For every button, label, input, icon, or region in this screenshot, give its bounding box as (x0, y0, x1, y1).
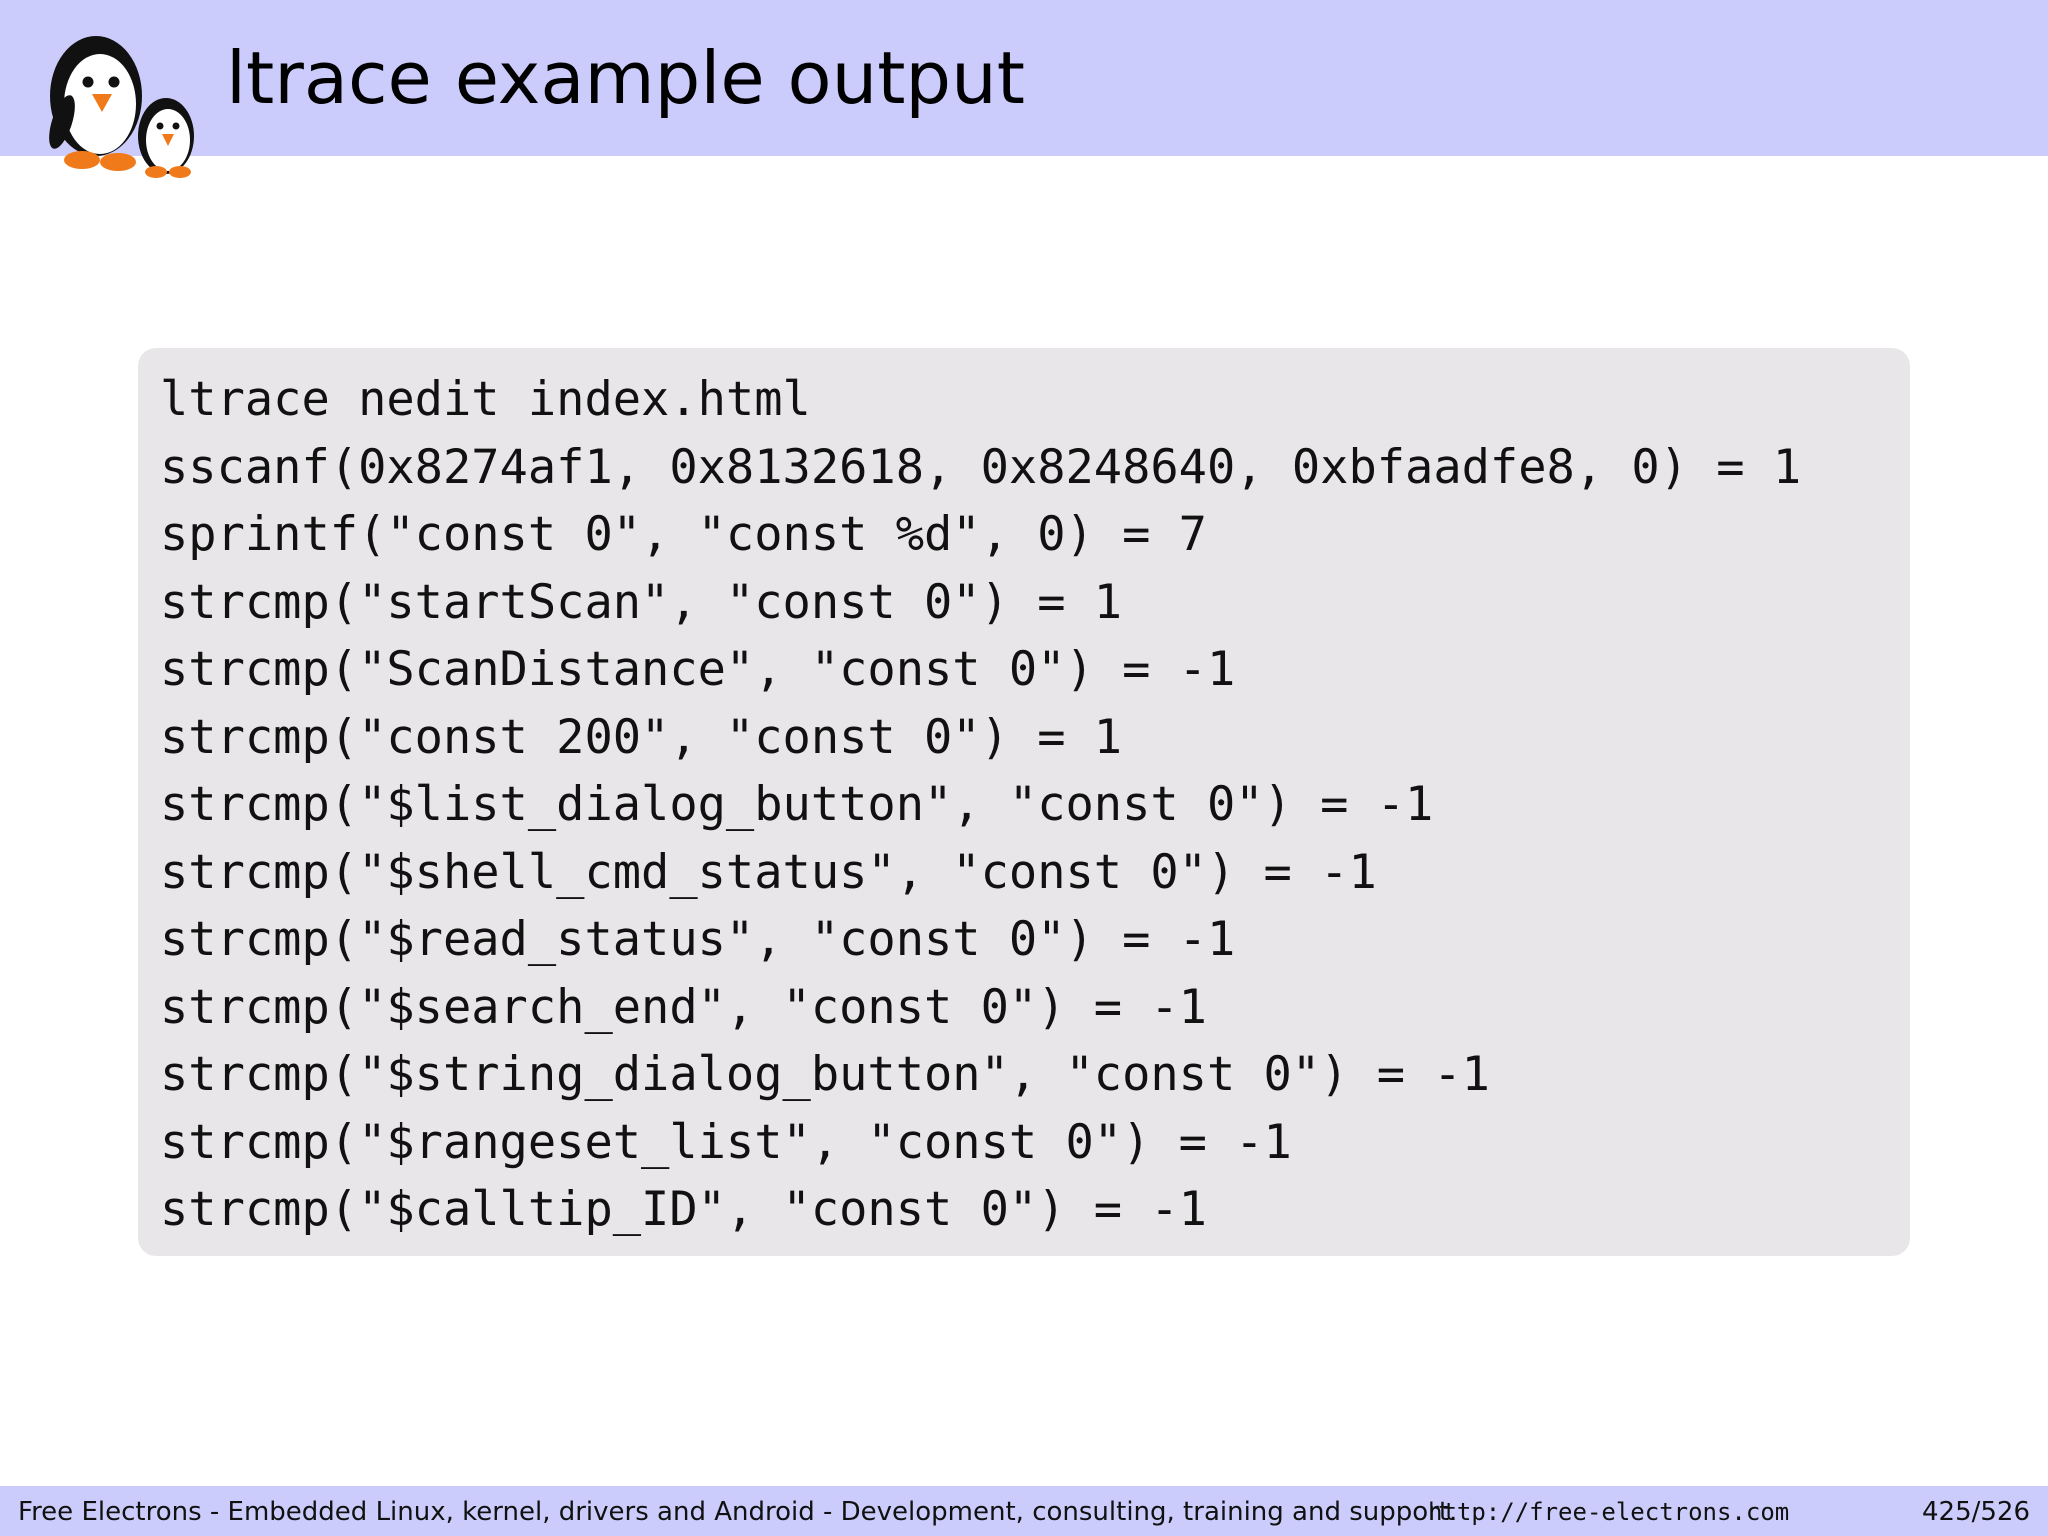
slide-title: ltrace example output (226, 36, 1025, 120)
small-penguin (138, 98, 194, 178)
big-penguin (49, 36, 142, 171)
code-line: sscanf(0x8274af1, 0x8132618, 0x8248640, … (160, 439, 1802, 495)
header-bar (0, 0, 2048, 156)
code-line: strcmp("$string_dialog_button", "const 0… (160, 1047, 1490, 1102)
code-line: sprintf("const 0", "const %d", 0) = 7 (160, 507, 1207, 562)
code-line: strcmp("startScan", "const 0") = 1 (160, 574, 1123, 630)
code-line: strcmp("$rangeset_list", "const 0") = -1 (160, 1114, 1292, 1170)
code-line: strcmp("ScanDistance", "const 0") = -1 (160, 642, 1236, 697)
code-line: strcmp("$calltip_ID", "const 0") = -1 (160, 1182, 1207, 1237)
code-line: strcmp("$search_end", "const 0") = -1 (160, 979, 1207, 1035)
footer-bar (0, 1486, 2048, 1536)
footer-url-link[interactable]: http://free-electrons.com (1428, 1498, 1790, 1526)
page-number: 425/526 (1921, 1497, 2030, 1527)
code-line: ltrace nedit index.html (160, 372, 811, 427)
code-line: strcmp("const 200", "const 0") = 1 (160, 709, 1123, 765)
code-line: strcmp("$list_dialog_button", "const 0")… (160, 777, 1434, 832)
code-line: strcmp("$shell_cmd_status", "const 0") =… (160, 844, 1377, 900)
code-block: ltrace nedit index.html sscanf(0x8274af1… (138, 348, 1910, 1256)
penguins-logo-icon (49, 36, 194, 178)
footer-company-text: Free Electrons - Embedded Linux, kernel,… (18, 1497, 1458, 1527)
code-line: strcmp("$read_status", "const 0") = -1 (160, 912, 1236, 967)
